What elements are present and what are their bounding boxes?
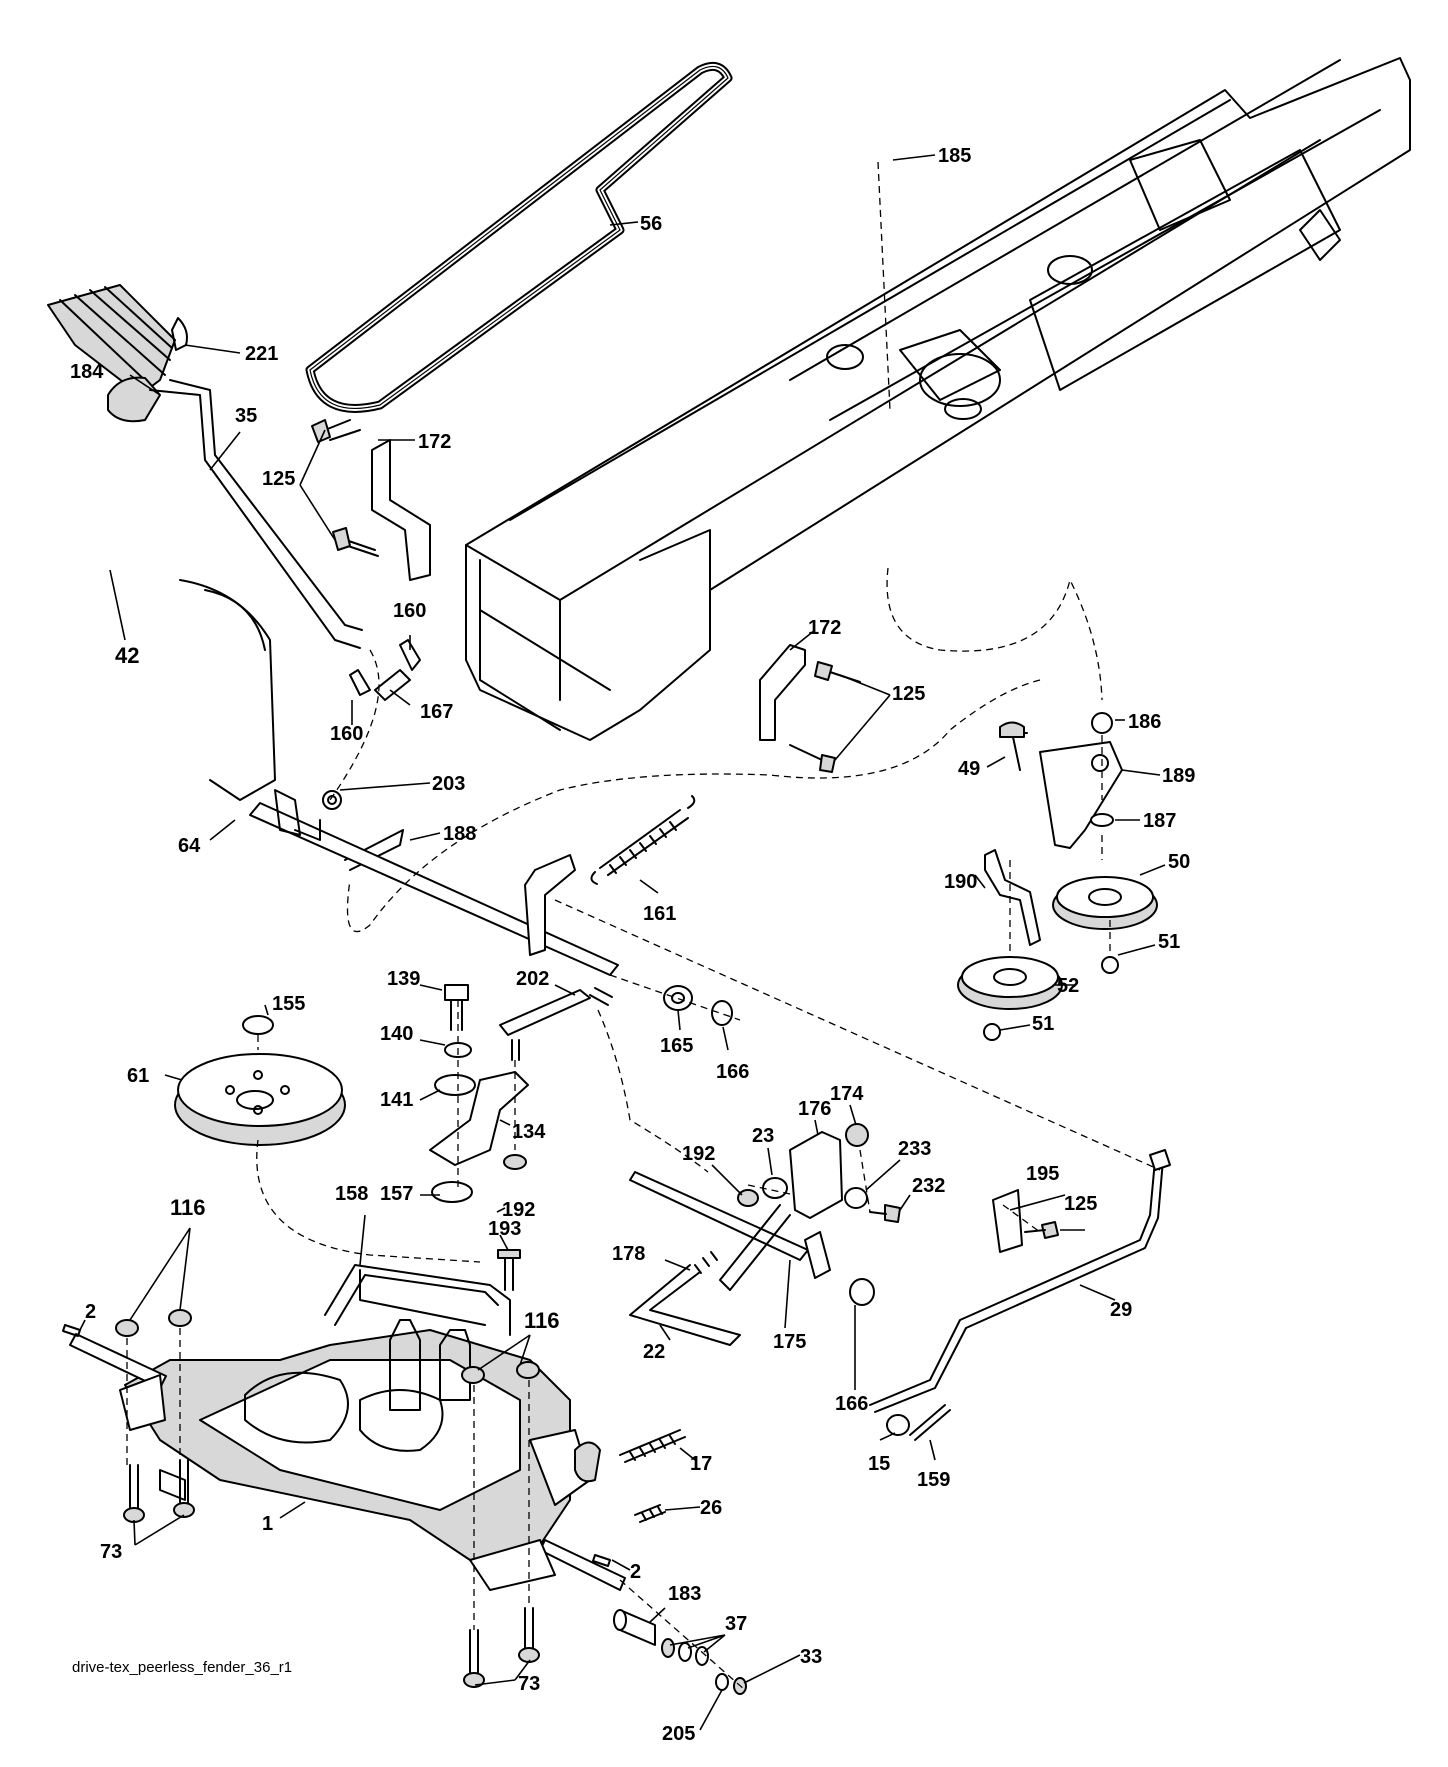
bracket-190 — [984, 849, 1041, 946]
callout-192-center: 192 — [502, 1199, 535, 1221]
callout-165: 165 — [660, 1035, 693, 1057]
callout-49: 49 — [958, 758, 980, 780]
rod-29 — [869, 1149, 1171, 1441]
callout-183: 183 — [668, 1583, 701, 1605]
callout-125-right: 125 — [892, 683, 925, 705]
callout-187: 187 — [1143, 810, 1176, 832]
callout-23: 23 — [752, 1125, 774, 1147]
callout-73-left: 73 — [100, 1541, 122, 1563]
callout-167: 167 — [420, 701, 453, 723]
axle-hardware — [613, 1609, 747, 1695]
bracket-upper — [311, 419, 431, 581]
bypass-rod-158 — [324, 1249, 521, 1336]
callout-155: 155 — [272, 993, 305, 1015]
callout-158: 158 — [335, 1183, 368, 1205]
callout-174: 174 — [830, 1083, 864, 1105]
callout-116-left: 116 — [170, 1195, 206, 1220]
callout-178: 178 — [612, 1243, 645, 1265]
callout-203: 203 — [432, 773, 465, 795]
nuts-116 — [62, 1309, 611, 1567]
callout-202: 202 — [516, 968, 549, 990]
callout-1: 1 — [262, 1513, 273, 1535]
callout-42: 42 — [115, 643, 139, 668]
pulley-52 — [957, 956, 1063, 1041]
pulley-61 — [174, 1015, 346, 1146]
callout-233: 233 — [898, 1138, 931, 1160]
callout-37: 37 — [725, 1613, 747, 1635]
callout-193: 193 — [488, 1218, 521, 1240]
rod-202 — [499, 987, 613, 1061]
callout-73-right: 73 — [518, 1673, 540, 1695]
callout-192-right: 192 — [682, 1143, 715, 1165]
washers-165-166 — [663, 985, 733, 1026]
callout-22: 22 — [643, 1341, 665, 1363]
callout-17: 17 — [690, 1453, 712, 1475]
callout-172-upper: 172 — [418, 431, 451, 453]
callout-52: 52 — [1057, 975, 1079, 997]
callout-221: 221 — [245, 343, 278, 365]
callout-139: 139 — [387, 968, 420, 990]
callout-141: 141 — [380, 1089, 413, 1111]
callout-232: 232 — [912, 1175, 945, 1197]
transaxle — [69, 1319, 626, 1591]
callout-195: 195 — [1026, 1163, 1059, 1185]
bracket-right — [759, 644, 861, 773]
springs-17-26 — [619, 1429, 686, 1523]
chassis-frame — [465, 57, 1411, 741]
brake-pedal — [47, 284, 276, 801]
callout-161: 161 — [643, 903, 676, 925]
leader-lines — [79, 154, 1166, 1731]
callout-160-upper: 160 — [393, 600, 426, 622]
diagram-caption: drive-tex_peerless_fender_36_r1 — [72, 1659, 292, 1676]
callout-159: 159 — [917, 1469, 950, 1491]
callout-175: 175 — [773, 1331, 806, 1353]
callout-labels: 185 56 221 184 35 172 125 42 160 160 167… — [70, 145, 1195, 1745]
callout-166-lower: 166 — [835, 1393, 868, 1415]
callout-188: 188 — [443, 823, 476, 845]
callout-35: 35 — [235, 405, 257, 427]
pedal-link-175 — [629, 1171, 875, 1346]
clutch-linkage — [322, 639, 421, 871]
center-hardware — [429, 984, 529, 1203]
callout-2-lower: 2 — [630, 1561, 641, 1583]
callout-190: 190 — [944, 871, 977, 893]
callout-51-lower: 51 — [1032, 1013, 1054, 1035]
callout-186: 186 — [1128, 711, 1161, 733]
callout-125-lower: 125 — [1064, 1193, 1097, 1215]
callout-2-upper: 2 — [85, 1301, 96, 1323]
idler-bracket — [999, 712, 1123, 849]
callout-26: 26 — [700, 1497, 722, 1519]
drive-belt — [305, 61, 733, 413]
pedal-shaft — [249, 789, 619, 976]
callout-176: 176 — [798, 1098, 831, 1120]
pulley-50 — [1052, 876, 1158, 974]
callout-205: 205 — [662, 1723, 695, 1745]
callout-64: 64 — [178, 835, 201, 857]
bracket-176 — [737, 1123, 901, 1223]
callout-29: 29 — [1110, 1299, 1132, 1321]
callout-166-upper: 166 — [716, 1061, 749, 1083]
callout-134: 134 — [512, 1121, 546, 1143]
callout-15: 15 — [868, 1453, 890, 1475]
callout-51-upper: 51 — [1158, 931, 1180, 953]
callout-160-lower: 160 — [330, 723, 363, 745]
callout-50: 50 — [1168, 851, 1190, 873]
spring-161 — [590, 795, 696, 885]
callout-184: 184 — [70, 361, 104, 383]
callout-157: 157 — [380, 1183, 413, 1205]
callout-172-right: 172 — [808, 617, 841, 639]
callout-189: 189 — [1162, 765, 1195, 787]
callout-140: 140 — [380, 1023, 413, 1045]
callout-61: 61 — [127, 1065, 149, 1087]
callout-33: 33 — [800, 1646, 822, 1668]
callout-125-upper: 125 — [262, 468, 295, 490]
callout-56: 56 — [640, 213, 662, 235]
lift-rod — [107, 317, 363, 649]
routing-dashes — [126, 161, 1161, 1691]
callout-116-right: 116 — [524, 1308, 560, 1333]
callout-185: 185 — [938, 145, 971, 167]
